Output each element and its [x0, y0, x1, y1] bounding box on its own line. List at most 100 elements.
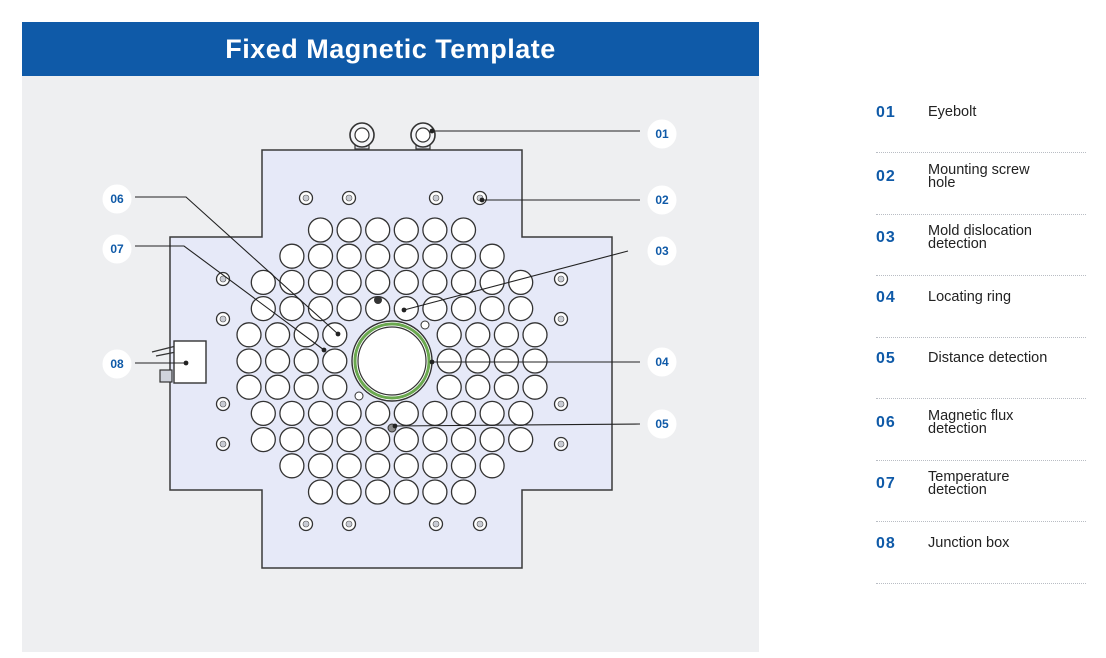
- junction-cable: [155, 351, 177, 357]
- sensor-dot: [420, 320, 430, 330]
- callout-number: 02: [655, 193, 669, 207]
- pole-piece: [479, 426, 505, 453]
- callout-number: 06: [110, 192, 124, 206]
- callout-line-03: [403, 250, 629, 311]
- pole-piece: [393, 295, 419, 322]
- junction-connector: [159, 369, 173, 383]
- legend-number: 08: [876, 534, 896, 552]
- callout-number: 08: [110, 357, 124, 371]
- pole-piece: [393, 243, 419, 269]
- legend-number: 01: [876, 104, 896, 121]
- legend-item-08: 08 Junction box: [876, 523, 1086, 584]
- pole-piece: [336, 269, 362, 296]
- pole-piece: [450, 426, 477, 453]
- callout-end-dot: [479, 197, 485, 203]
- pole-piece: [450, 400, 477, 427]
- callout-line-05: [394, 423, 641, 427]
- mounting-screw-hole-inner: [557, 315, 565, 323]
- pole-piece: [522, 374, 548, 400]
- mounting-screw-hole-inner: [219, 275, 227, 283]
- mounting-screw-hole-inner: [302, 520, 310, 528]
- pole-piece: [365, 400, 391, 427]
- mounting-screw-hole-inner: [219, 315, 227, 323]
- pole-piece: [250, 269, 276, 296]
- legend-label-line: Junction box: [928, 534, 1010, 551]
- pole-piece: [422, 269, 448, 296]
- pole-piece: [422, 295, 448, 322]
- pole-piece: [264, 374, 291, 400]
- pole-piece: [322, 374, 348, 400]
- pole-piece: [336, 479, 362, 505]
- pole-piece: [279, 453, 305, 479]
- legend-label-line: detection: [928, 236, 987, 252]
- legend-label: Locating ring: [928, 288, 1088, 305]
- junction-box: [173, 340, 207, 384]
- pole-piece: [493, 322, 520, 348]
- pole-piece: [422, 400, 448, 427]
- pole-piece: [236, 322, 262, 348]
- pole-piece: [307, 243, 334, 269]
- callout-end-dot: [401, 307, 407, 313]
- pole-piece: [450, 269, 477, 296]
- legend-label: Distance detection: [928, 351, 1088, 366]
- callout-badge-04: [647, 347, 677, 377]
- pole-piece: [522, 322, 548, 348]
- legend-label-line: detection: [928, 420, 987, 437]
- legend-number: 07: [876, 475, 896, 492]
- sensor-dot: [354, 391, 364, 401]
- mounting-screw-hole-inner: [219, 440, 227, 448]
- mounting-screw-hole-inner: [432, 520, 440, 528]
- pole-piece: [450, 295, 477, 322]
- pole-piece: [307, 217, 334, 243]
- callout-badge-08: [102, 349, 132, 379]
- callout-line-06: [135, 196, 339, 335]
- callout-lines: [135, 128, 641, 429]
- pole-piece: [450, 243, 477, 269]
- pole-piece: [393, 426, 419, 453]
- plate-components: [151, 296, 433, 433]
- pole-piece: [422, 426, 448, 453]
- mounting-screw-hole-inner: [557, 440, 565, 448]
- callout-number: 04: [655, 355, 669, 369]
- pole-piece: [393, 400, 419, 427]
- pole-piece: [479, 295, 505, 322]
- pole-piece: [250, 400, 276, 427]
- pole-piece: [307, 479, 334, 505]
- callout-end-dot: [392, 423, 398, 429]
- junction-cable: [151, 345, 177, 353]
- pole-piece: [279, 426, 305, 453]
- pole-piece: [365, 426, 391, 453]
- pole-piece: [422, 243, 448, 269]
- callout-line-07: [135, 245, 325, 351]
- pole-piece: [393, 269, 419, 296]
- pole-piece: [393, 479, 419, 505]
- pole-piece: [336, 243, 362, 269]
- callout-end-dot: [183, 360, 189, 366]
- legend-label: Junction box: [928, 534, 1088, 551]
- pole-piece: [322, 348, 348, 374]
- pole-piece: [336, 426, 362, 453]
- pole-piece: [365, 453, 391, 479]
- pole-piece: [465, 348, 491, 374]
- legend-label-line: Temperature: [928, 469, 1010, 485]
- pole-piece: [307, 426, 334, 453]
- mounting-screw-hole-inner: [219, 400, 227, 408]
- dislocation-sensor: [374, 296, 382, 304]
- pole-piece: [522, 348, 548, 374]
- legend-label-line: Locating ring: [928, 288, 1012, 305]
- pole-piece: [279, 295, 305, 322]
- eyebolt-inner: [354, 127, 370, 143]
- pole-piece: [336, 217, 362, 243]
- pole-piece: [250, 295, 276, 322]
- pole-piece: [465, 374, 491, 400]
- pole-piece: [436, 348, 462, 374]
- pole-piece: [422, 479, 448, 505]
